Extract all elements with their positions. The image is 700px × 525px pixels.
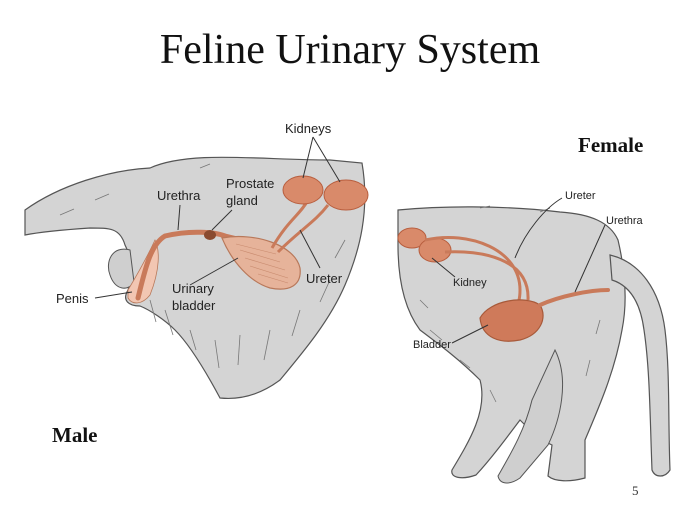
- female-bladder: [479, 299, 544, 342]
- page-number: 5: [632, 483, 639, 498]
- female-kidney-leader: [431, 257, 456, 278]
- male-scrotum-bump: [107, 248, 135, 289]
- female-label-bladder: Bladder: [413, 339, 451, 351]
- female-kidney-2: [418, 237, 452, 263]
- male-label-bladder-2: bladder: [172, 298, 216, 313]
- male-label-bladder-1: Urinary: [172, 281, 214, 296]
- female-heading: Female: [578, 133, 644, 157]
- male-label-urethra: Urethra: [157, 188, 201, 203]
- male-kidney-2: [323, 179, 369, 211]
- male-bladder-leader: [189, 257, 239, 286]
- female-cat-illustration: Ureter Urethra Kidney Bladder: [397, 190, 671, 484]
- male-heading: Male: [52, 423, 98, 447]
- male-label-prostate-1: Prostate: [226, 176, 274, 191]
- female-label-kidney: Kidney: [453, 277, 487, 289]
- female-tail: [609, 254, 671, 477]
- male-prostate-gland: [204, 230, 216, 240]
- male-label-penis: Penis: [56, 291, 89, 306]
- male-urethra: [135, 229, 265, 301]
- male-label-kidneys: Kidneys: [285, 121, 332, 136]
- male-body-silhouette: [24, 156, 366, 400]
- male-label-ureter: Ureter: [306, 271, 343, 286]
- male-fur-strokes: [59, 163, 346, 369]
- female-label-ureter: Ureter: [565, 190, 596, 202]
- male-urethra-leader: [177, 204, 181, 231]
- male-ureter-leader: [299, 229, 321, 269]
- female-ureter-leader: [514, 197, 563, 259]
- male-label-prostate-2: gland: [226, 193, 258, 208]
- female-urethra-leader: [574, 224, 606, 293]
- female-fur-strokes: [419, 205, 601, 403]
- slide-title: Feline Urinary System: [159, 27, 541, 73]
- male-kidney-1: [282, 175, 324, 205]
- male-bladder-texture: [235, 243, 289, 284]
- female-kidney-1: [397, 227, 427, 249]
- male-cat-illustration: Kidneys Urethra Prostate gland Penis Uri…: [24, 121, 369, 400]
- female-label-urethra: Urethra: [606, 215, 644, 227]
- male-penis-leader: [94, 291, 133, 299]
- male-prostate-leader: [211, 209, 233, 231]
- female-hind-leg: [497, 348, 564, 484]
- female-urethra: [538, 288, 610, 307]
- female-bladder-leader: [451, 324, 489, 344]
- male-kidneys-leader: [302, 136, 341, 183]
